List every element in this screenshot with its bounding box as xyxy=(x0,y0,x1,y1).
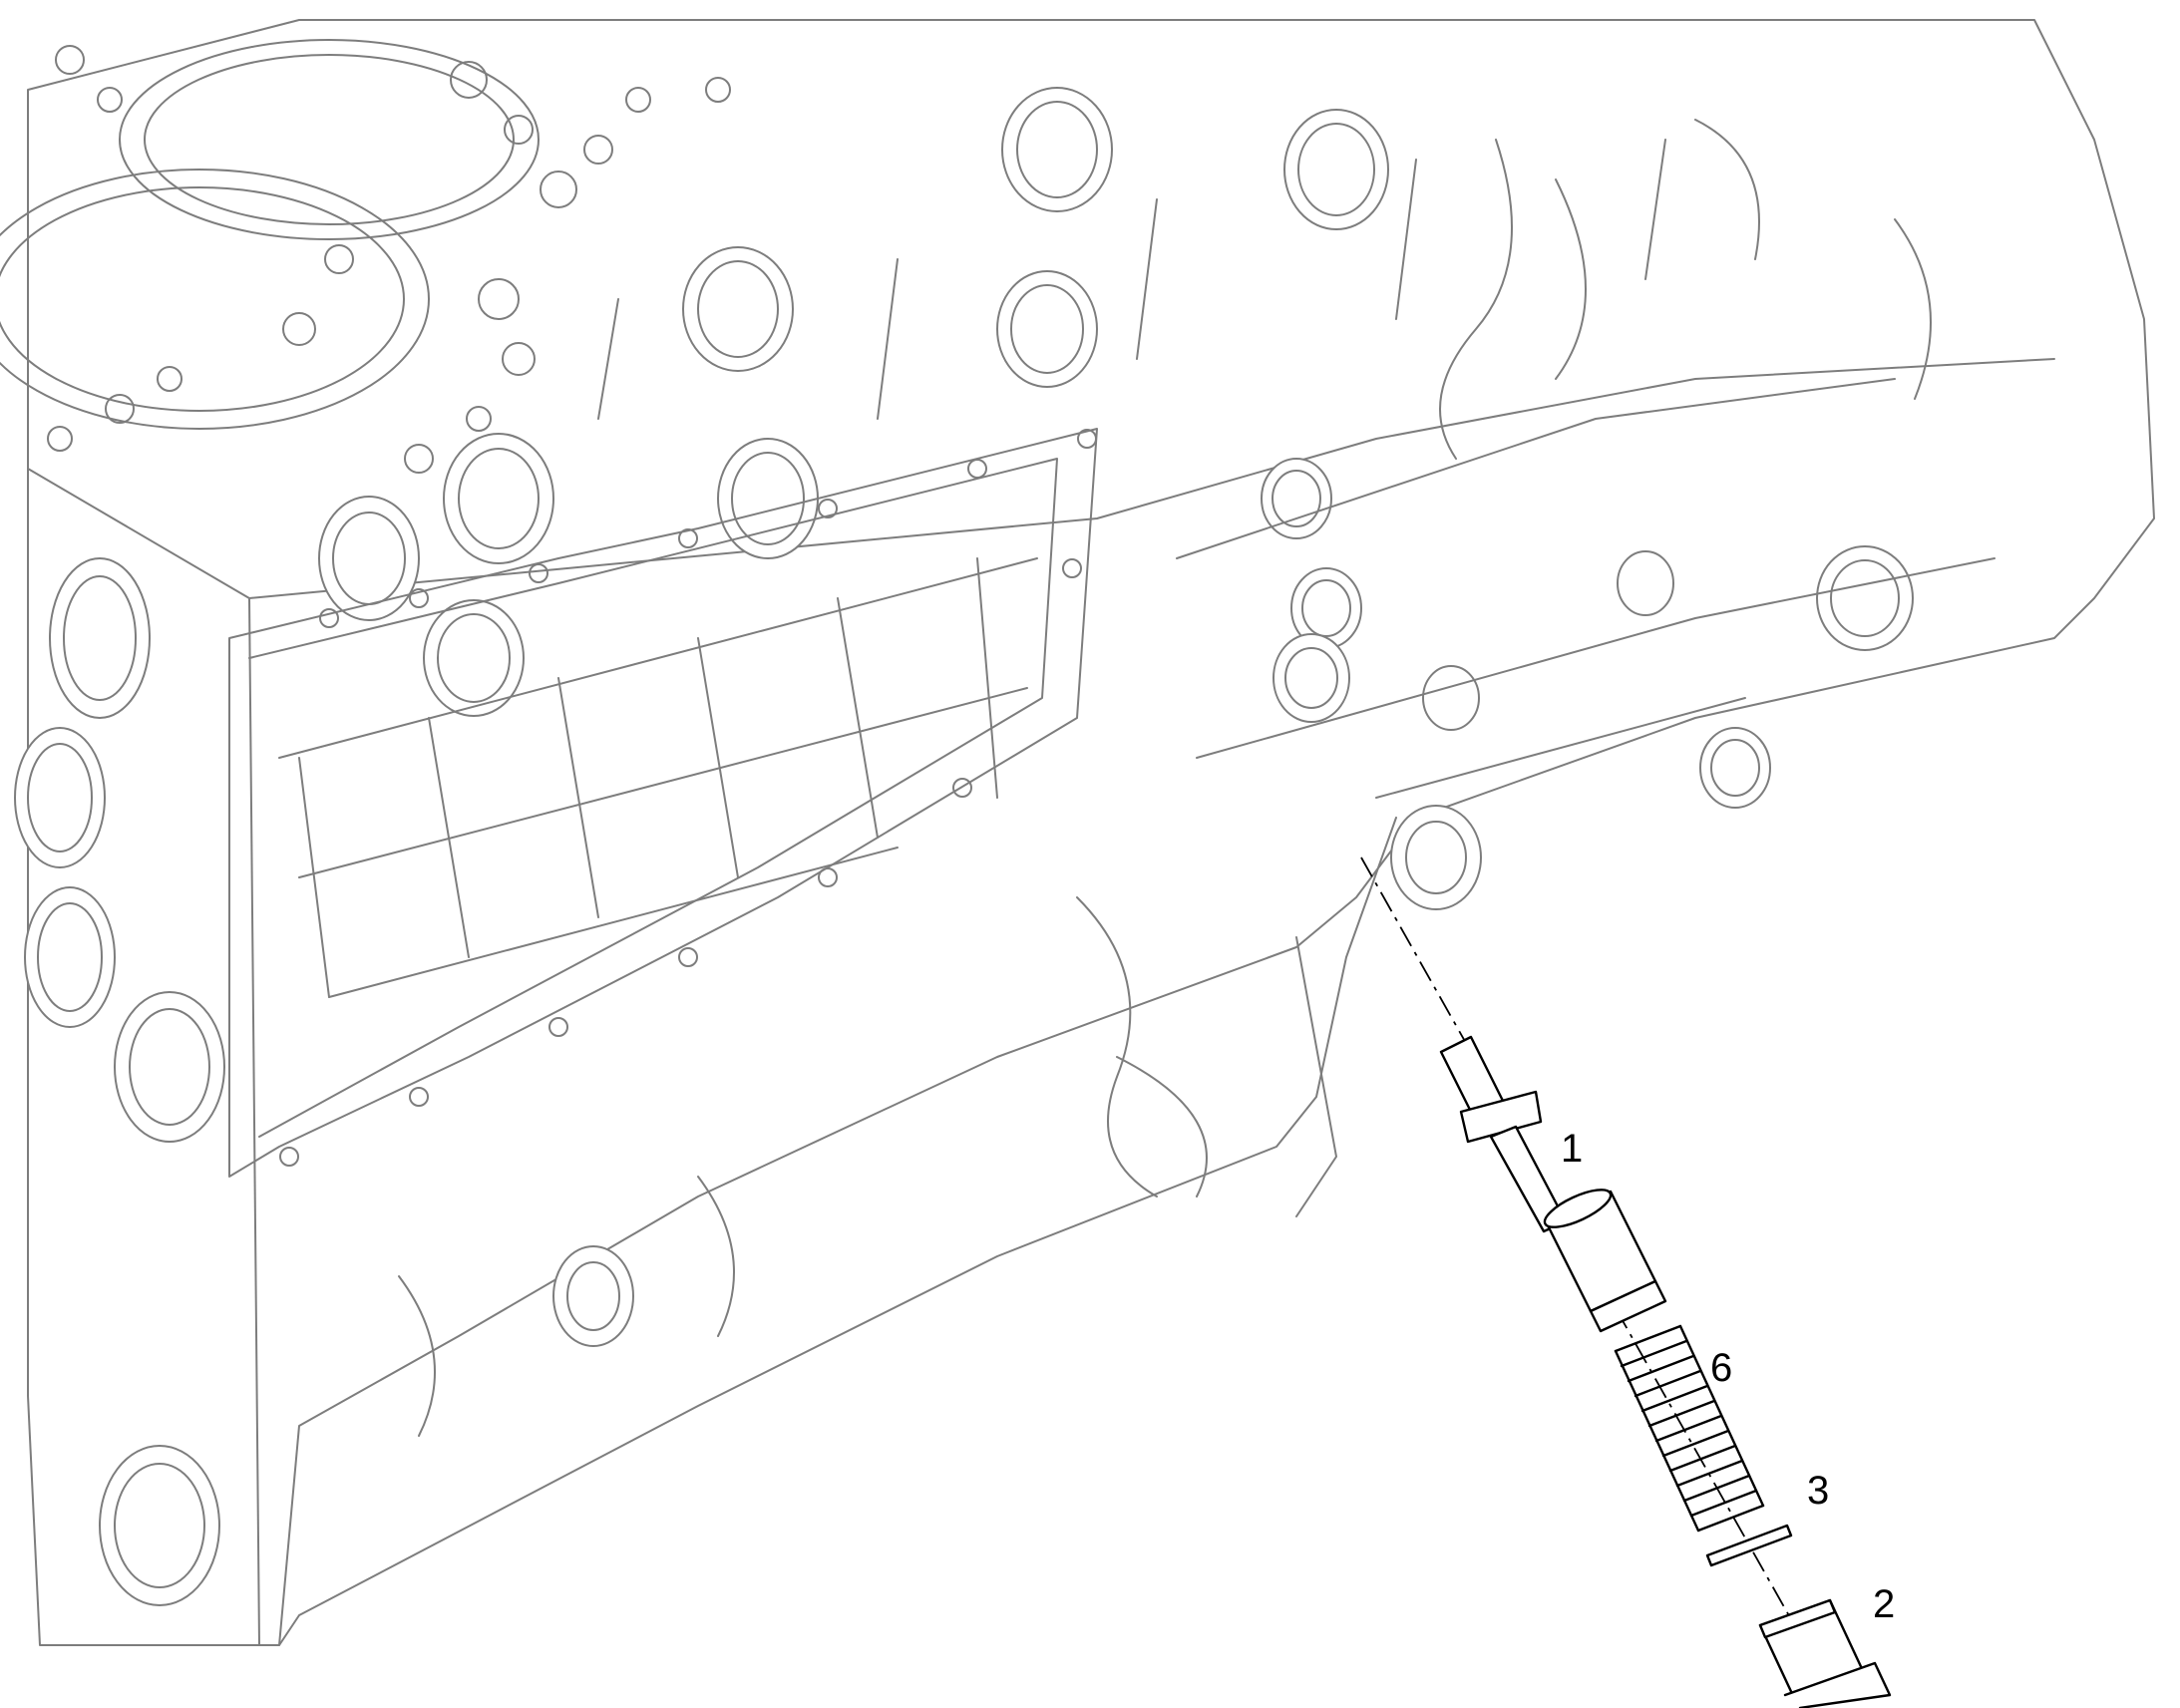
callout-label-2: 2 xyxy=(1873,1582,1895,1626)
flange-bolt-holes xyxy=(279,429,1097,1167)
callout-label-6: 6 xyxy=(1710,1346,1732,1390)
side-bores xyxy=(14,87,1914,1606)
crankcase-flange-inner xyxy=(248,458,1058,1138)
callout-label-3: 3 xyxy=(1807,1469,1829,1513)
exploded-parts xyxy=(1360,856,1892,1708)
crankcase-flange xyxy=(228,428,1098,1178)
block-front-face xyxy=(27,358,2055,1646)
block-top-deck xyxy=(27,19,2155,1646)
cylinder-bores xyxy=(0,39,540,430)
engine-block-illustration xyxy=(0,19,2155,1646)
callout-label-1: 1 xyxy=(1561,1127,1583,1171)
internal-ribs xyxy=(278,119,1996,1437)
relief-valve-spring xyxy=(1614,1324,1765,1533)
threaded-plug xyxy=(1758,1598,1892,1708)
block-lower-skirt xyxy=(278,817,1397,1646)
callout-labels: 1 6 3 2 xyxy=(1561,1127,1895,1626)
deck-holes xyxy=(47,45,731,474)
sealing-washer xyxy=(1705,1524,1793,1567)
relief-valve-piston xyxy=(1439,1035,1667,1333)
